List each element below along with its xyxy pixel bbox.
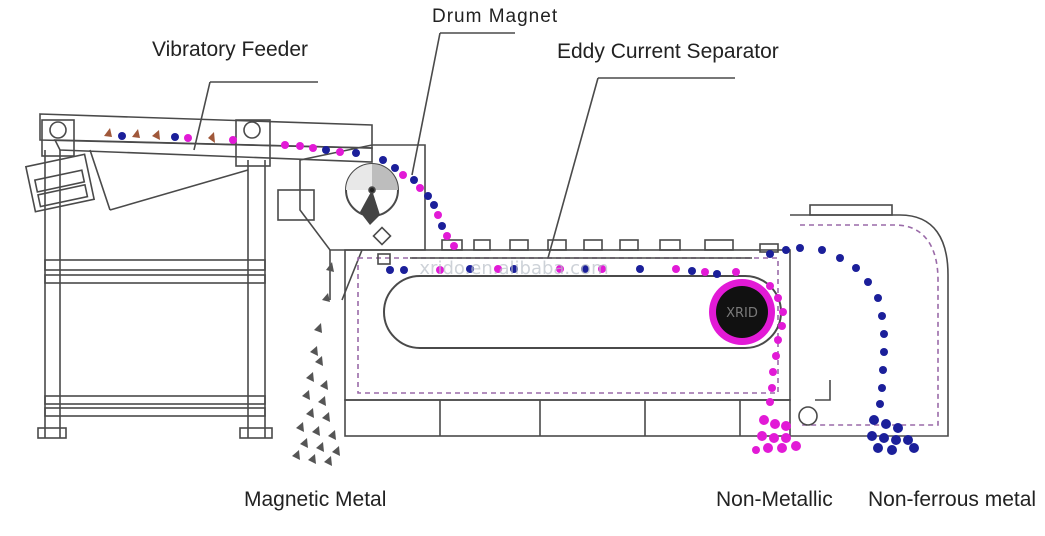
- vibratory-feeder: [24, 113, 373, 439]
- magnetic-metal-particles: [292, 262, 340, 466]
- eddy-rotor: XRID: [709, 279, 775, 345]
- feeder-particles: [104, 128, 237, 144]
- roller-logo-text: XRID: [726, 306, 758, 321]
- watermark-text: xrido.en.alibaba.com: [419, 258, 608, 279]
- non-metallic-particles: [752, 282, 801, 454]
- drum-magnet: [277, 144, 426, 301]
- belt-cleats: [441, 239, 779, 253]
- leader-lines: [193, 32, 735, 259]
- non-ferrous-particles: [766, 244, 919, 455]
- label-eddy-current-separator: Eddy Current Separator: [557, 40, 779, 63]
- drum-stream-particles: [281, 141, 458, 250]
- label-magnetic-metal: Magnetic Metal: [244, 488, 387, 511]
- belt-particles: [386, 265, 740, 278]
- label-vibratory-feeder: Vibratory Feeder: [152, 38, 309, 61]
- label-non-metallic: Non-Metallic: [716, 488, 833, 511]
- eddy-current-separator: [344, 204, 949, 437]
- label-drum-magnet: Drum Magnet: [432, 6, 559, 27]
- label-non-ferrous-metal: Non-ferrous metal: [868, 488, 1037, 511]
